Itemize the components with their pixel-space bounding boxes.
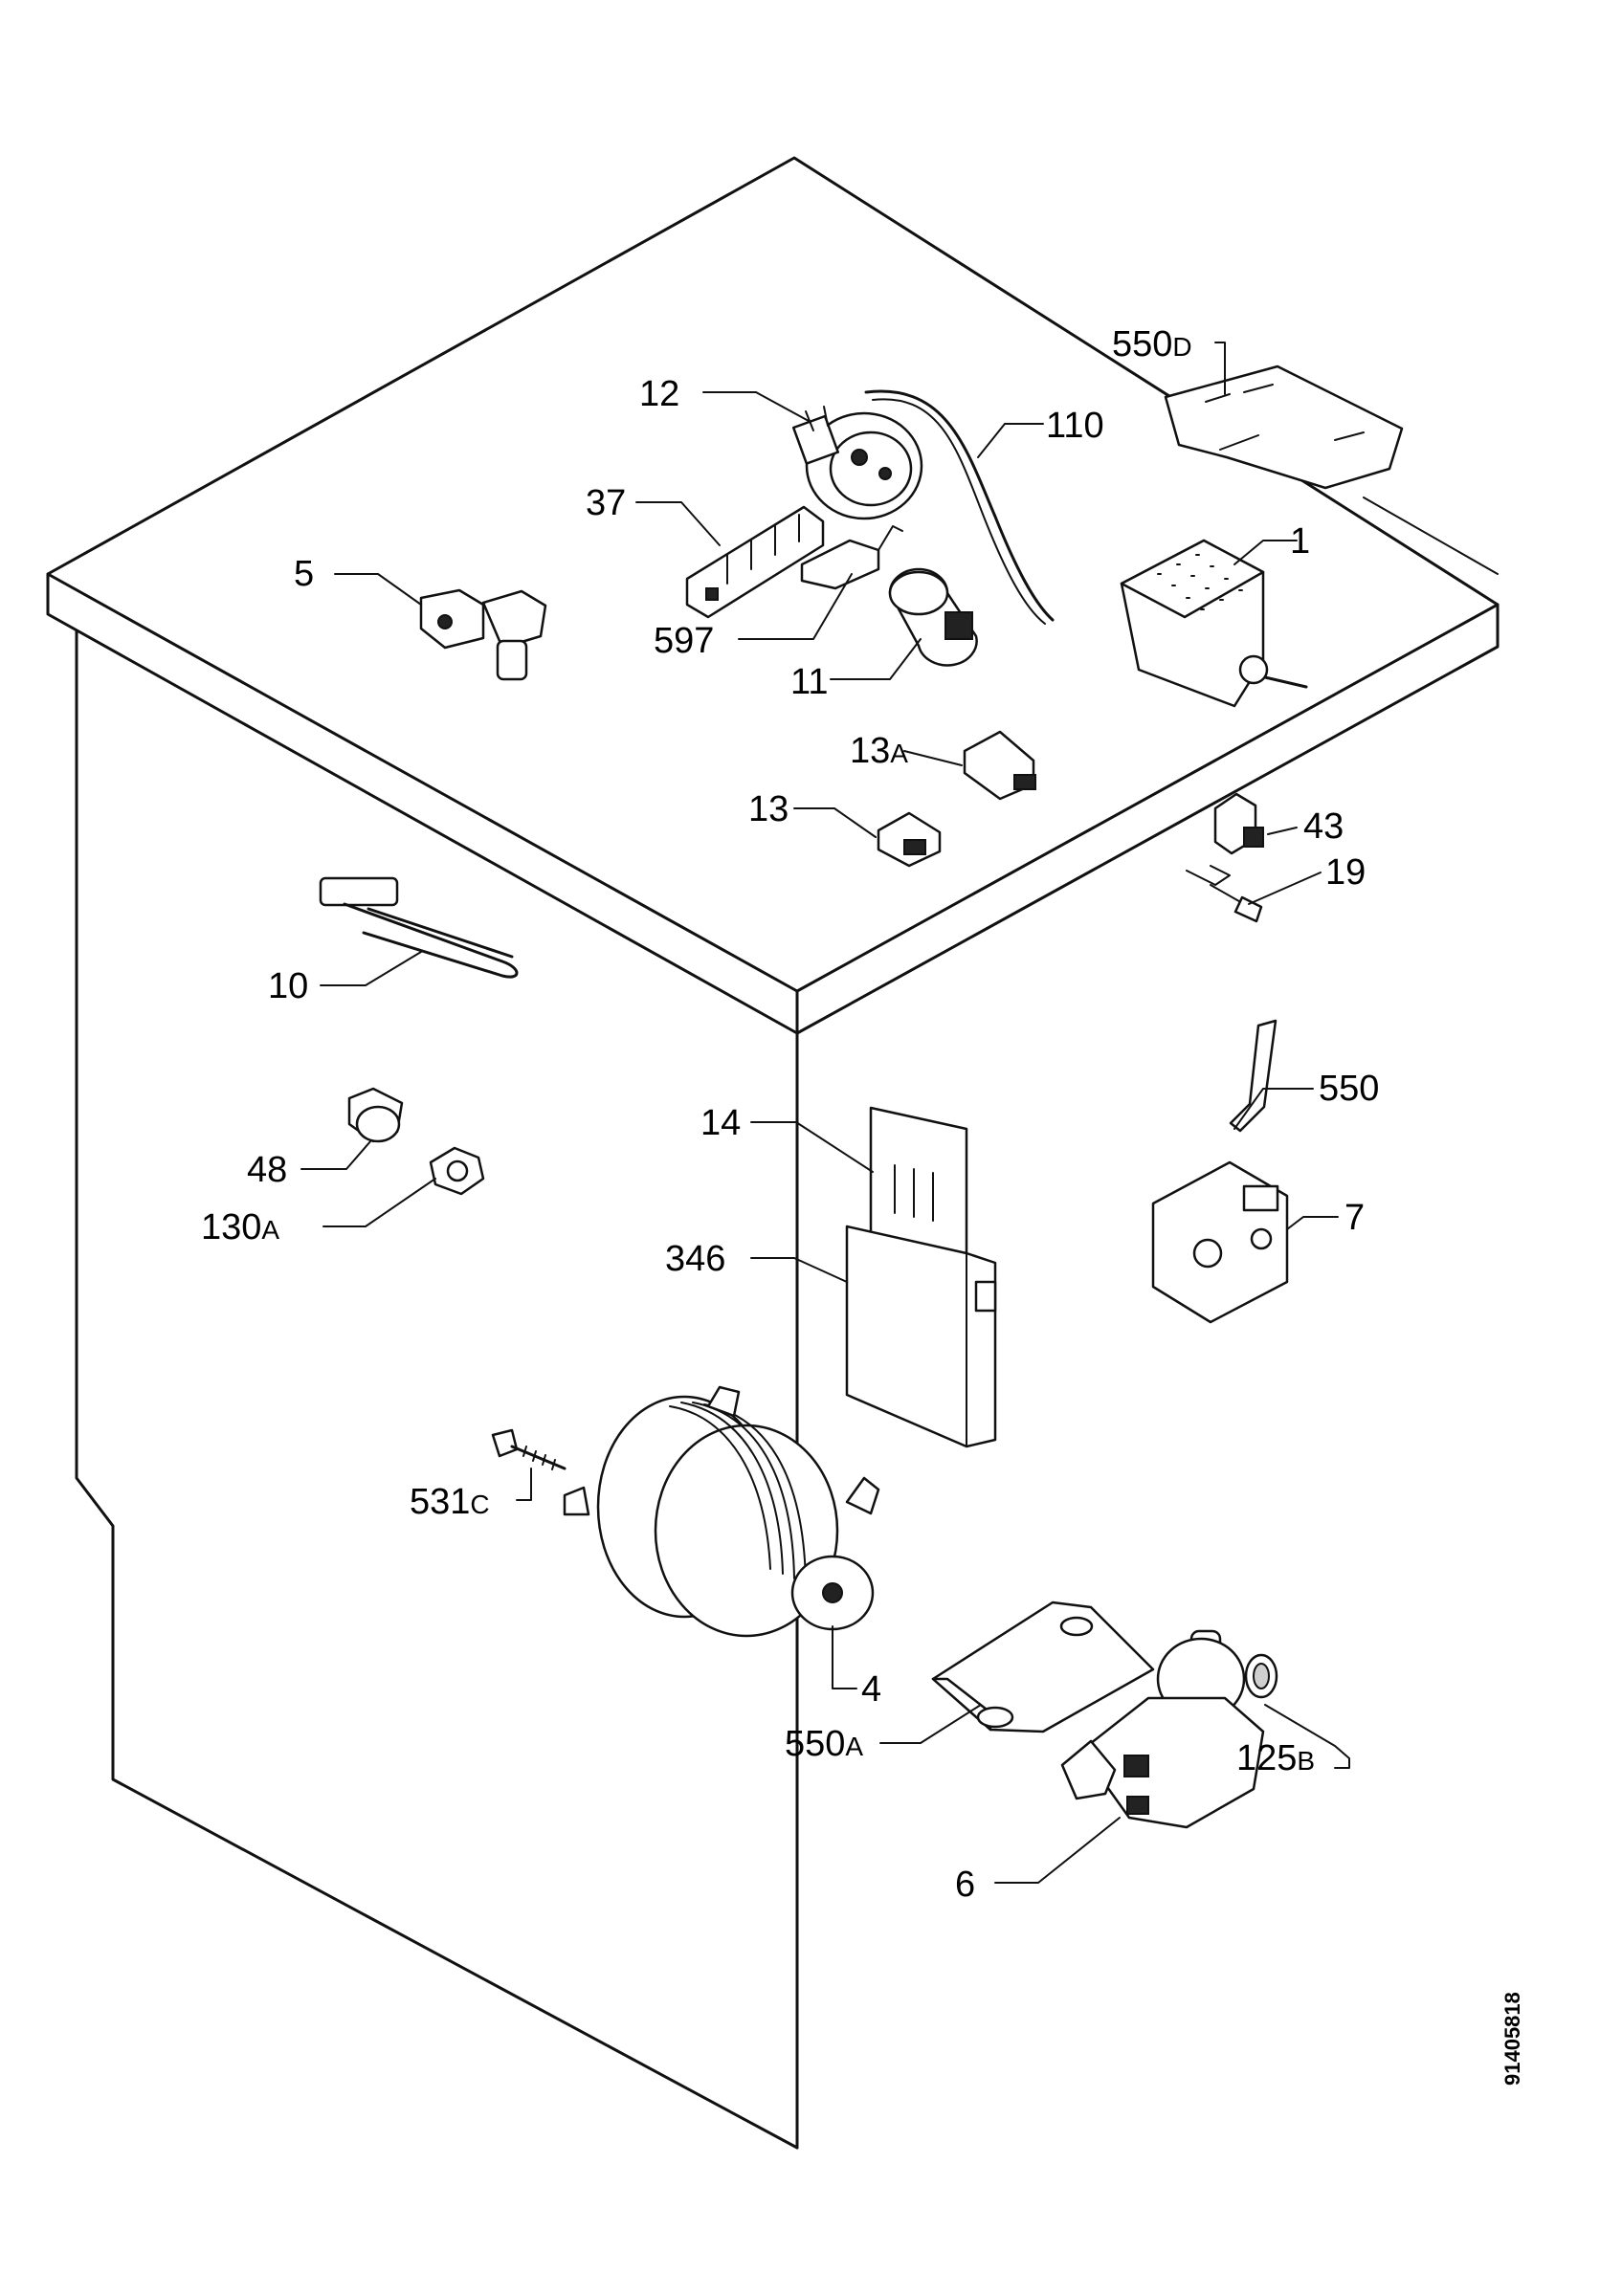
callout-130a: 130A [201, 1207, 279, 1247]
callout-19: 19 [1325, 852, 1366, 893]
part-12-switch [791, 406, 923, 520]
part-346-housing [845, 1225, 997, 1448]
callout-11: 11 [790, 662, 828, 702]
part-10-heater [319, 876, 519, 979]
part-13-connector [877, 811, 942, 868]
callout-597: 597 [654, 621, 714, 661]
part-130a-nut [429, 1146, 485, 1196]
callout-531c: 531C [410, 1482, 490, 1522]
document-id: 91405818 [1500, 1992, 1524, 2086]
callout-550d: 550D [1112, 324, 1192, 364]
part-4-motor [563, 1385, 880, 1638]
part-110-wire [864, 389, 1055, 625]
part-550-lever [1229, 1019, 1278, 1133]
part-13a-connector [963, 730, 1036, 801]
callout-550a: 550A [785, 1724, 863, 1764]
callout-labels: 550D 12 110 37 5 1 597 11 13A 13 43 19 1… [201, 324, 1379, 1905]
part-11-capacitor [888, 567, 978, 667]
callout-4: 4 [861, 1669, 881, 1710]
callout-10: 10 [268, 966, 308, 1006]
part-37-terminal-block [685, 505, 825, 619]
leader-lines [300, 342, 1350, 1884]
part-550a-plate [931, 1601, 1155, 1733]
callout-43: 43 [1303, 806, 1344, 847]
part-531c-screw [491, 1428, 567, 1470]
callout-7: 7 [1344, 1198, 1365, 1238]
callout-14: 14 [700, 1103, 741, 1143]
part-48-component [347, 1087, 404, 1143]
callout-48: 48 [247, 1150, 287, 1190]
part-5-valve [419, 588, 547, 681]
part-1-module [1120, 539, 1308, 708]
callout-6: 6 [955, 1865, 975, 1905]
part-14-filter [869, 1106, 968, 1279]
callout-13: 13 [748, 789, 789, 829]
part-550d-cover-plate [1164, 364, 1404, 490]
part-19-probe [1186, 865, 1263, 923]
callout-37: 37 [586, 483, 626, 523]
part-597-clip [800, 525, 903, 590]
callout-125b: 125B [1236, 1738, 1315, 1778]
callout-13a: 13A [850, 731, 908, 771]
part-125b-seal [1244, 1653, 1278, 1699]
callout-346: 346 [665, 1239, 725, 1279]
callout-1: 1 [1290, 521, 1310, 562]
part-6-pump [1060, 1629, 1265, 1829]
callout-110: 110 [1046, 406, 1104, 446]
callout-12: 12 [639, 374, 679, 414]
part-7-door-lock [1151, 1160, 1289, 1324]
callout-5: 5 [294, 554, 314, 594]
part-43-sensor [1213, 792, 1264, 855]
callout-550: 550 [1319, 1069, 1379, 1109]
